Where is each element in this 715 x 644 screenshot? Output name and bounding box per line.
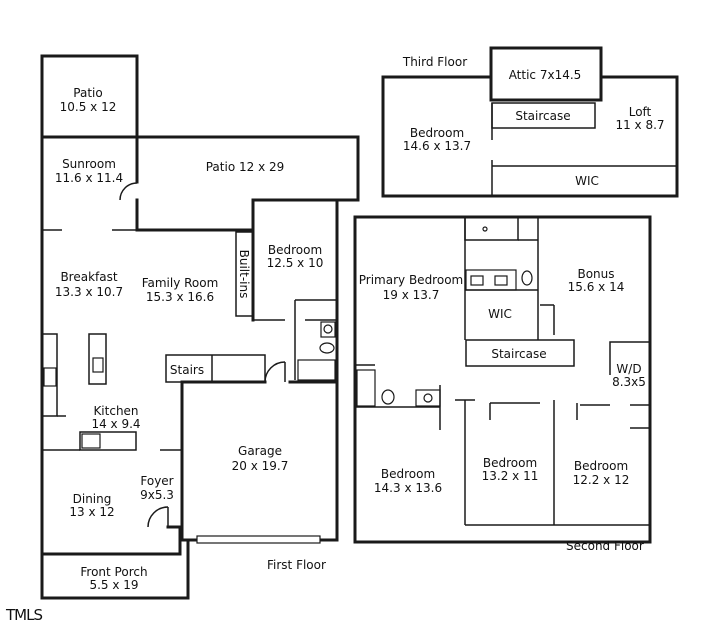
kitchen-dims: 14 x 9.4 (91, 417, 140, 431)
first-floor-label: First Floor (267, 558, 326, 572)
foyer-dims: 9x5.3 (140, 488, 174, 502)
third-floor-label: Third Floor (402, 55, 467, 69)
bedroom-a-dims: 14.3 x 13.6 (374, 481, 442, 495)
patio-large-label: Patio 12 x 29 (206, 160, 285, 174)
tub-fixture (297, 359, 336, 381)
bedroom-first-dims: 12.5 x 10 (267, 256, 324, 270)
primary-bedroom-name: Primary Bedroom (359, 273, 463, 287)
garage-name: Garage (238, 444, 282, 458)
wic-third-label: WIC (575, 174, 599, 188)
sunroom-door (119, 182, 138, 201)
kitchen-counter-lower (79, 431, 137, 451)
kitchen-name: Kitchen (93, 404, 138, 418)
kitchen-sink (92, 357, 104, 373)
wic-shelf (464, 216, 519, 241)
sink-fixture (494, 275, 508, 286)
garage-door-swing (264, 361, 286, 383)
wic-second-label: WIC (488, 307, 512, 321)
second-floor-label: Second Floor (566, 539, 644, 553)
sink-basin (423, 393, 433, 403)
patio-large-wall (135, 198, 339, 232)
toilet-fixture (319, 342, 335, 354)
breakfast-name: Breakfast (60, 270, 117, 284)
builtins-label: Built-ins (237, 250, 251, 299)
garage-dims: 20 x 19.7 (232, 459, 289, 473)
dining-dims: 13 x 12 (69, 505, 114, 519)
patio-small-name: Patio (73, 86, 102, 100)
attic-label: Attic 7x14.5 (509, 68, 582, 82)
front-door-swing (147, 506, 169, 528)
dishwasher-fixture (81, 433, 101, 449)
loft-name: Loft (629, 105, 652, 119)
sink-fixture (470, 275, 484, 286)
bedroom-c-name: Bedroom (574, 459, 628, 473)
family-room-name: Family Room (142, 276, 219, 290)
bedroom-first-name: Bedroom (268, 243, 322, 257)
staircase-second-label: Staircase (491, 347, 546, 361)
breakfast-dims: 13.3 x 10.7 (55, 285, 123, 299)
loft-dims: 11 x 8.7 (615, 118, 664, 132)
bedroom-b-dims: 13.2 x 11 (482, 469, 539, 483)
bedroom-third-dims: 14.6 x 13.7 (403, 139, 471, 153)
bedroom-third-name: Bedroom (410, 126, 464, 140)
primary-bedroom-dims: 19 x 13.7 (383, 288, 440, 302)
wd-wall (609, 341, 650, 375)
toilet-fixture (381, 389, 395, 405)
kitchen-counter (41, 333, 58, 417)
toilet-fixture (521, 270, 533, 286)
wic-fixture (482, 226, 488, 232)
foyer-name: Foyer (140, 474, 173, 488)
wd-dims: 8.3x5 (612, 375, 646, 389)
sunroom-dims: 11.6 x 11.4 (55, 171, 123, 185)
tub-fixture (356, 369, 376, 407)
staircase-third-label: Staircase (515, 109, 570, 123)
family-room-dims: 15.3 x 16.6 (146, 290, 214, 304)
sunroom-name: Sunroom (62, 157, 116, 171)
bedroom-a-name: Bedroom (381, 467, 435, 481)
second-floor: Primary Bedroom 19 x 13.7 WIC Staircase … (353, 215, 652, 553)
front-porch-dims: 5.5 x 19 (89, 578, 138, 592)
sink-basin (323, 324, 333, 334)
garage-door (196, 535, 321, 544)
wd-name: W/D (616, 362, 641, 376)
dining-name: Dining (73, 492, 112, 506)
range-fixture (43, 367, 57, 387)
first-floor: Patio 10.5 x 12 Sunroom 11.6 x 11.4 Pati… (40, 54, 360, 600)
bonus-dims: 15.6 x 14 (568, 280, 625, 294)
patio-small-dims: 10.5 x 12 (60, 100, 117, 114)
mls-watermark: TMLS (5, 606, 42, 624)
staircase-box (465, 339, 575, 367)
bedroom-b-name: Bedroom (483, 456, 537, 470)
stairs-label: Stairs (170, 363, 204, 377)
kitchen-island (88, 333, 107, 385)
bedroom-c-dims: 12.2 x 12 (573, 473, 630, 487)
third-floor: Third Floor Attic 7x14.5 Bedroom 14.6 x … (381, 46, 679, 198)
bonus-name: Bonus (577, 267, 614, 281)
front-porch-name: Front Porch (80, 565, 147, 579)
